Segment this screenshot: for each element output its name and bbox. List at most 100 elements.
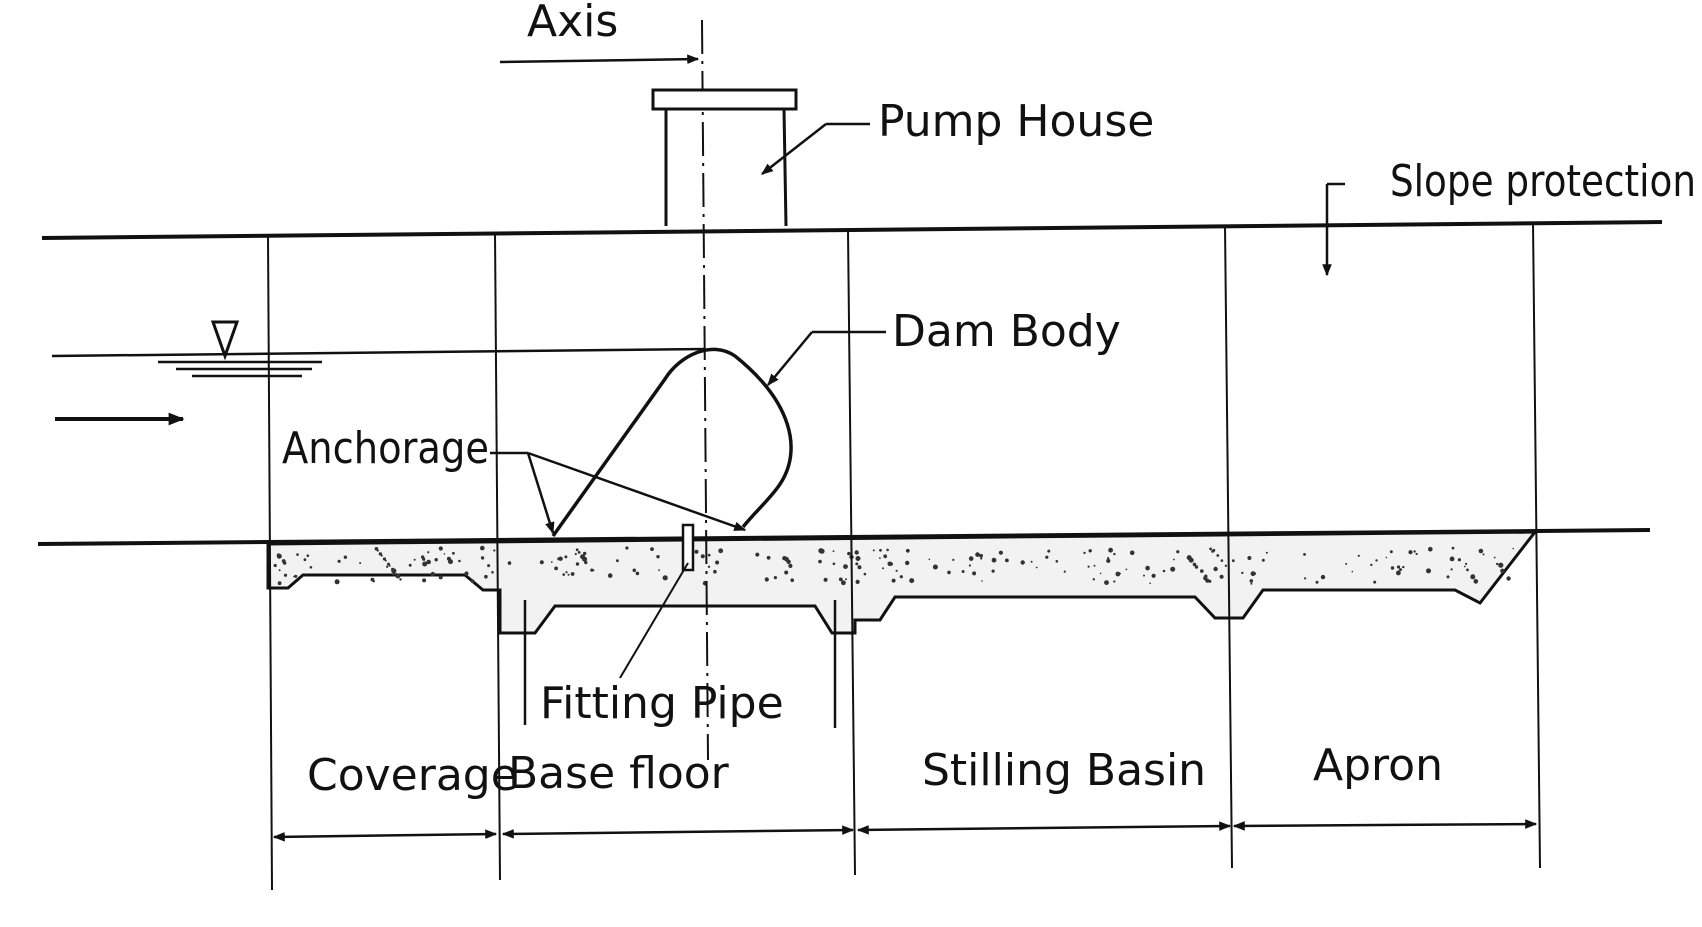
concrete-speckle	[1030, 560, 1033, 563]
concrete-speckle	[1151, 573, 1156, 578]
concrete-speckle	[570, 572, 575, 576]
concrete-speckle	[1173, 558, 1175, 561]
concrete-speckle	[1162, 569, 1166, 573]
concrete-speckle	[1241, 571, 1244, 575]
concrete-speckle	[972, 571, 977, 576]
concrete-speckle	[391, 568, 397, 574]
concrete-speckle	[395, 573, 401, 579]
concrete-speckle	[1502, 570, 1505, 573]
concrete-speckle	[694, 549, 699, 554]
concrete-speckle	[306, 554, 310, 557]
section-divider	[267, 234, 273, 891]
concrete-speckle	[998, 550, 1004, 555]
river-bed-line	[37, 528, 1651, 546]
concrete-speckle	[446, 556, 451, 561]
concrete-speckle	[786, 559, 791, 564]
concrete-speckle	[376, 549, 379, 552]
concrete-speckle	[764, 577, 769, 582]
concrete-speckle	[707, 565, 711, 568]
fitting-pipe-label: Fitting Pipe	[540, 678, 784, 729]
concrete-speckle	[755, 552, 760, 557]
concrete-speckle	[1063, 570, 1066, 573]
concrete-speckle	[1315, 580, 1319, 584]
concrete-speckle	[991, 569, 995, 573]
section-divider	[1224, 225, 1233, 869]
anchorage-leader	[526, 452, 555, 535]
concrete-speckle	[1200, 569, 1204, 573]
concrete-speckle	[1261, 558, 1265, 562]
concrete-speckle	[452, 551, 455, 555]
concrete-speckle	[1194, 565, 1199, 569]
concrete-speckle	[574, 552, 577, 556]
concrete-speckle	[1465, 562, 1468, 566]
concrete-speckle	[981, 580, 983, 582]
concrete-speckle	[1506, 576, 1511, 581]
concrete-speckle	[832, 562, 836, 566]
concrete-speckle	[399, 578, 402, 581]
dam-body-leader	[767, 331, 813, 386]
concrete-speckle	[413, 558, 416, 561]
concrete-speckle	[632, 568, 637, 573]
concrete-speckle	[818, 559, 822, 564]
concrete-speckle	[293, 575, 295, 578]
concrete-speckle	[1104, 580, 1109, 585]
concrete-speckle	[1470, 574, 1476, 580]
concrete-speckle	[1320, 574, 1326, 580]
concrete-speckle	[790, 578, 794, 582]
concrete-speckle	[592, 569, 595, 572]
concrete-speckle	[905, 560, 910, 566]
concrete-speckle	[1357, 554, 1360, 557]
concrete-speckle	[1113, 552, 1116, 556]
concrete-speckle	[1176, 550, 1180, 554]
concrete-speckle	[838, 577, 843, 582]
base-floor-label: Base floor	[508, 748, 730, 799]
concrete-speckle	[575, 562, 580, 566]
concrete-speckle	[1250, 571, 1256, 577]
concrete-speckle	[1482, 553, 1485, 556]
concrete-speckle	[1188, 557, 1194, 563]
concrete-speckle	[979, 553, 983, 558]
concrete-speckle	[625, 546, 629, 550]
concrete-speckle	[426, 559, 431, 565]
concrete-speckle	[372, 580, 375, 583]
concrete-speckle	[296, 553, 299, 556]
concrete-speckle	[1415, 552, 1418, 556]
concrete-speckle	[334, 579, 340, 585]
concrete-speckle	[882, 567, 885, 570]
concrete-speckles	[273, 545, 1514, 586]
concrete-speckle	[1219, 574, 1224, 579]
concrete-floor	[266, 530, 1539, 635]
concrete-speckle	[1106, 558, 1111, 564]
concrete-speckle	[616, 559, 619, 563]
concrete-speckle	[1474, 579, 1477, 582]
concrete-speckle	[662, 575, 668, 581]
concrete-speckle	[1450, 568, 1453, 571]
concrete-speckle	[422, 561, 428, 567]
concrete-speckle	[1170, 566, 1176, 572]
concrete-speckle	[899, 575, 903, 579]
concrete-speckle	[658, 569, 660, 572]
concrete-speckle	[567, 573, 570, 576]
concrete-speckle	[1055, 560, 1059, 563]
axis-label: Axis	[527, 0, 618, 47]
concrete-speckle	[1396, 570, 1401, 576]
concrete-speckle	[487, 564, 491, 568]
concrete-speckle	[507, 561, 512, 565]
concrete-speckle	[700, 554, 705, 559]
concrete-speckle	[309, 566, 313, 569]
stilling-basin-label: Stilling Basin	[922, 745, 1206, 796]
concrete-speckle	[1446, 575, 1450, 579]
concrete-speckle	[650, 547, 654, 551]
concrete-speckle	[1451, 546, 1455, 550]
slope-protection-label: Slope protection	[1390, 156, 1696, 207]
concrete-speckle	[841, 580, 846, 586]
concrete-speckle	[1092, 578, 1096, 581]
concrete-speckle	[1005, 558, 1009, 563]
concrete-speckle	[1035, 566, 1038, 569]
concrete-speckle	[1375, 559, 1378, 562]
concrete-speckle	[1107, 557, 1110, 560]
concrete-speckle	[276, 553, 282, 559]
concrete-speckle	[557, 557, 561, 561]
concrete-speckle	[1512, 547, 1514, 550]
